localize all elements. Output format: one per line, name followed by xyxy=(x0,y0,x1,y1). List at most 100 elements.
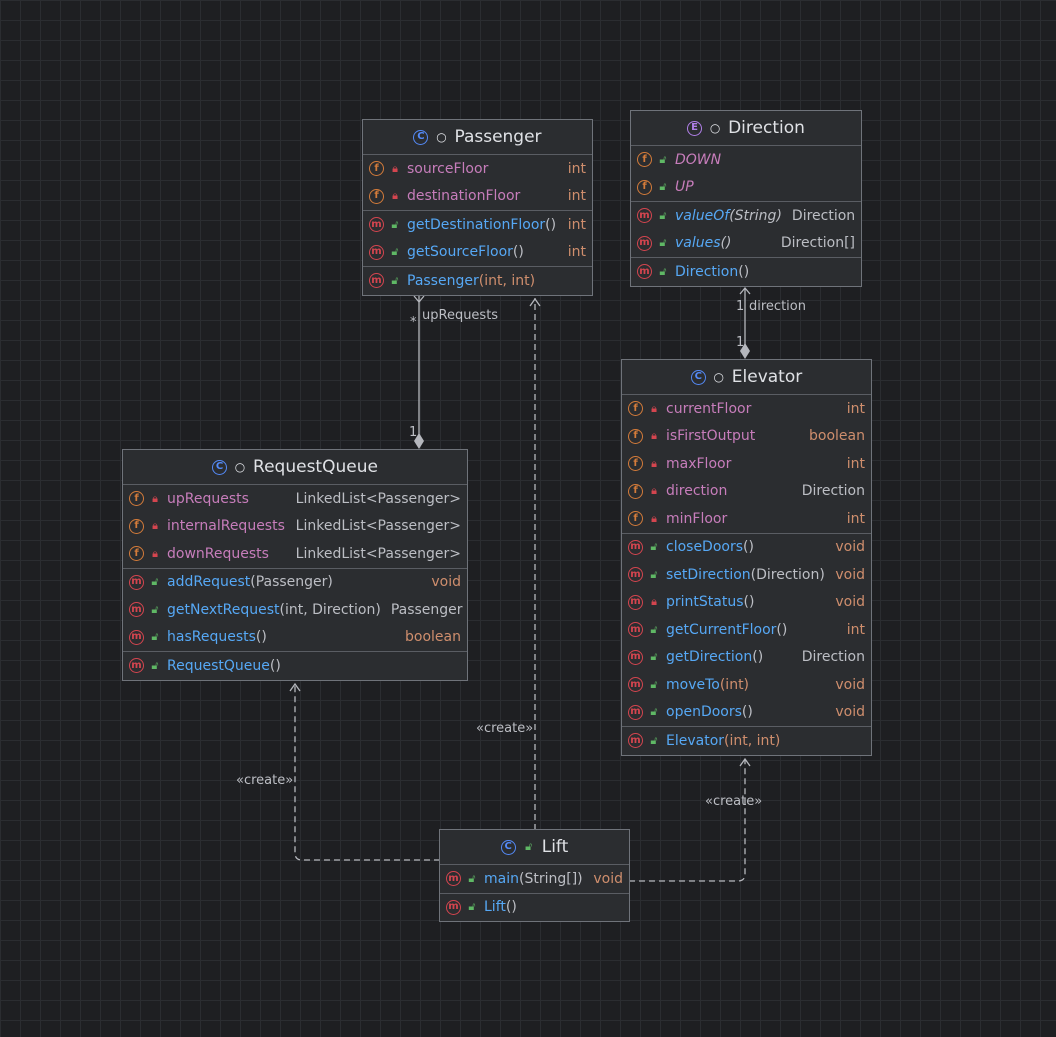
unlock-icon: 🔓︎ xyxy=(650,540,658,554)
field-icon: f xyxy=(637,179,652,195)
unlock-icon: 🔓︎ xyxy=(468,900,476,914)
direction-role-label: direction xyxy=(749,299,806,314)
method-params: () xyxy=(743,539,754,556)
method-row[interactable]: m 🔓︎ main (String[]) void xyxy=(440,865,629,893)
lock-icon: 🔒︎ xyxy=(651,456,657,470)
field-row[interactable]: f 🔒︎ destinationFloor int xyxy=(363,183,592,211)
method-row[interactable]: m 🔓︎ getNextRequest (int, Direction) Pas… xyxy=(123,596,467,624)
method-row[interactable]: m 🔒︎ printStatus () void xyxy=(622,589,871,617)
constructor-name: Elevator xyxy=(666,732,725,749)
field-type: int xyxy=(846,510,865,527)
up-requests-mult-many: * xyxy=(410,315,417,330)
constructor-row[interactable]: m 🔓︎ Direction () xyxy=(631,258,861,286)
field-type: boolean xyxy=(809,428,865,445)
constructor-row[interactable]: m 🔓︎ Elevator (int, int) xyxy=(622,727,871,755)
field-name: internalRequests xyxy=(167,518,285,535)
method-icon: m xyxy=(446,871,461,887)
constructor-params: (int, int) xyxy=(724,732,781,749)
unlock-icon: 🔓︎ xyxy=(525,840,533,853)
direction-header: E ○ Direction xyxy=(631,111,861,146)
field-row[interactable]: f 🔒︎ upRequests LinkedList<Passenger> xyxy=(123,485,467,513)
field-row[interactable]: f 🔒︎ downRequests LinkedList<Passenger> xyxy=(123,540,467,568)
field-row[interactable]: f 🔒︎ sourceFloor int xyxy=(363,155,592,183)
method-name: getDirection xyxy=(666,649,753,666)
class-icon: C xyxy=(212,459,228,475)
method-name: values xyxy=(675,235,721,252)
unlock-icon: 🔓︎ xyxy=(650,650,658,664)
lift-class-box[interactable]: C 🔓︎ Lift m 🔓︎ main (String[]) void m 🔓︎… xyxy=(439,829,630,922)
request-queue-header: C ○ RequestQueue xyxy=(123,450,467,485)
enum-constant-name: UP xyxy=(675,179,694,196)
method-row[interactable]: m 🔓︎ hasRequests () boolean xyxy=(123,624,467,652)
field-row[interactable]: f 🔒︎ internalRequests LinkedList<Passeng… xyxy=(123,513,467,541)
method-row[interactable]: m 🔓︎ getDestinationFloor () int xyxy=(363,211,592,239)
method-row[interactable]: m 🔓︎ getSourceFloor () int xyxy=(363,239,592,267)
method-row[interactable]: m 🔓︎ getDirection () Direction xyxy=(622,644,871,672)
method-params: (String) xyxy=(729,207,782,224)
method-row[interactable]: m 🔓︎ openDoors () void xyxy=(622,699,871,727)
visibility-icon: ○ xyxy=(234,460,246,474)
method-icon: m xyxy=(129,574,144,590)
constructor-row[interactable]: m 🔓︎ Lift () xyxy=(440,894,629,922)
method-icon: m xyxy=(369,273,384,289)
method-params: (Direction) xyxy=(750,566,825,583)
enum-constant-row[interactable]: f 🔓︎ DOWN xyxy=(631,146,861,174)
unlock-icon: 🔓︎ xyxy=(468,871,476,885)
method-row[interactable]: m 🔓︎ addRequest (Passenger) void xyxy=(123,569,467,597)
constructor-row[interactable]: m 🔓︎ Passenger (int, int) xyxy=(363,267,592,295)
method-icon: m xyxy=(637,264,652,280)
field-row[interactable]: f 🔒︎ direction Direction xyxy=(622,478,871,506)
method-return-type: void xyxy=(593,870,623,887)
elevator-class-box[interactable]: C ○ Elevator f 🔒︎ currentFloor int f 🔒︎ … xyxy=(621,359,872,756)
method-return-type: void xyxy=(835,539,865,556)
field-icon: f xyxy=(129,491,144,507)
constructor-row[interactable]: m 🔓︎ RequestQueue () xyxy=(123,652,467,680)
method-icon: m xyxy=(628,622,643,638)
field-row[interactable]: f 🔒︎ currentFloor int xyxy=(622,395,871,423)
method-name: hasRequests xyxy=(167,629,256,646)
field-icon: f xyxy=(129,546,144,562)
field-icon: f xyxy=(628,428,643,444)
method-return-type: boolean xyxy=(405,629,461,646)
field-row[interactable]: f 🔒︎ minFloor int xyxy=(622,505,871,533)
method-icon: m xyxy=(637,208,652,224)
method-row[interactable]: m 🔓︎ setDirection (Direction) void xyxy=(622,561,871,589)
field-type: LinkedList<Passenger> xyxy=(295,490,461,507)
unlock-icon: 🔓︎ xyxy=(391,217,399,231)
method-params: (int, Direction) xyxy=(279,601,381,618)
class-title: Direction xyxy=(728,118,805,138)
method-return-type: Direction[] xyxy=(780,235,855,252)
method-return-type: int xyxy=(567,216,586,233)
method-row[interactable]: m 🔓︎ getCurrentFloor () int xyxy=(622,616,871,644)
method-row[interactable]: m 🔓︎ moveTo (int) void xyxy=(622,671,871,699)
unlock-icon: 🔓︎ xyxy=(650,567,658,581)
passenger-class-box[interactable]: C ○ Passenger f 🔒︎ sourceFloor int f 🔒︎ … xyxy=(362,119,593,296)
direction-enum-box[interactable]: E ○ Direction f 🔓︎ DOWN f 🔓︎ UP m 🔓︎ val… xyxy=(630,110,862,287)
field-name: maxFloor xyxy=(666,455,732,472)
field-type: LinkedList<Passenger> xyxy=(295,518,461,535)
method-icon: m xyxy=(129,602,144,618)
lock-icon: 🔒︎ xyxy=(651,429,657,443)
enum-icon: E xyxy=(687,120,703,136)
method-row[interactable]: m 🔓︎ values () Direction[] xyxy=(631,230,861,258)
enum-constant-row[interactable]: f 🔓︎ UP xyxy=(631,174,861,202)
constructor-params: () xyxy=(505,899,517,916)
field-row[interactable]: f 🔒︎ maxFloor int xyxy=(622,450,871,478)
lock-icon: 🔒︎ xyxy=(152,491,158,505)
unlock-icon: 🔓︎ xyxy=(151,658,159,672)
class-icon: C xyxy=(690,369,706,385)
field-icon: f xyxy=(628,511,643,527)
method-icon: m xyxy=(129,629,144,645)
field-row[interactable]: f 🔒︎ isFirstOutput boolean xyxy=(622,423,871,451)
class-title: Lift xyxy=(541,837,569,857)
constructor-params: () xyxy=(269,657,281,674)
request-queue-class-box[interactable]: C ○ RequestQueue f 🔒︎ upRequests LinkedL… xyxy=(122,449,468,681)
method-icon: m xyxy=(628,539,643,555)
direction-mult-top: 1 xyxy=(736,299,745,314)
method-name: getCurrentFloor xyxy=(666,621,777,638)
create-passenger-dependency xyxy=(529,297,541,830)
unlock-icon: 🔓︎ xyxy=(391,273,399,287)
method-row[interactable]: m 🔓︎ valueOf (String) Direction xyxy=(631,202,861,230)
field-name: currentFloor xyxy=(666,400,752,417)
method-row[interactable]: m 🔓︎ closeDoors () void xyxy=(622,534,871,562)
